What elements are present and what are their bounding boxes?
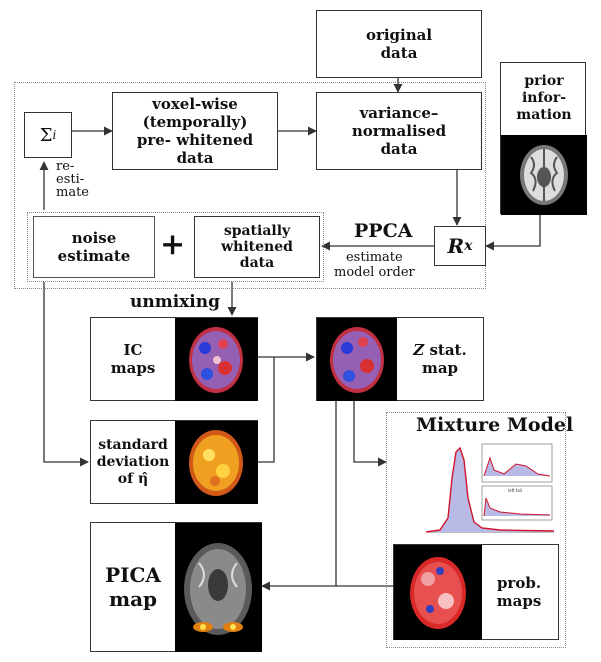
sigma-subscript: i bbox=[52, 128, 57, 142]
voxel-wise-label: voxel-wise (temporally) pre- whitened da… bbox=[136, 95, 254, 167]
prob-maps-brain-svg bbox=[410, 557, 466, 629]
re-estimate-label: re- esti- mate bbox=[56, 159, 89, 200]
original-data-box: original data bbox=[316, 10, 482, 78]
prior-information-box: prior infor- mation bbox=[500, 62, 587, 215]
ic-maps-brain-svg bbox=[189, 327, 243, 393]
unmixing-label: unmixing bbox=[130, 292, 221, 312]
rx-symbol: R bbox=[447, 234, 465, 258]
preprocessing-group-frame bbox=[14, 82, 486, 289]
arrow-noise-to-stddev bbox=[43, 282, 89, 467]
prob-maps-image bbox=[394, 545, 482, 640]
variance-normalised-box: variance– normalised data bbox=[316, 92, 482, 170]
ic-maps-box: IC maps bbox=[90, 317, 258, 401]
variance-normalised-label: variance– normalised data bbox=[351, 104, 447, 158]
mixture-model-plot: left tail bbox=[420, 438, 556, 538]
spatially-whitened-box: spatially whitened data bbox=[194, 216, 320, 278]
prior-brain-image bbox=[501, 135, 587, 215]
inset-small-title: left tail bbox=[508, 488, 522, 493]
prior-brain-svg bbox=[520, 145, 568, 205]
ic-maps-label: IC maps bbox=[110, 341, 156, 377]
z-stat-brain-svg bbox=[330, 327, 384, 393]
sigma-symbol: Σ bbox=[39, 124, 53, 146]
mixture-plot-svg: left tail bbox=[425, 443, 555, 533]
voxel-wise-prewhitened-box: voxel-wise (temporally) pre- whitened da… bbox=[112, 92, 278, 170]
spatially-whitened-label: spatially whitened data bbox=[221, 223, 293, 271]
arrow-prior-to-rx bbox=[485, 214, 541, 251]
standard-deviation-box: standard deviation of η̂ bbox=[90, 420, 258, 504]
z-stat-map-label: Z stat. map bbox=[397, 341, 483, 377]
prob-maps-box: prob. maps bbox=[393, 544, 559, 640]
mixture-model-frame bbox=[386, 412, 566, 648]
z-stat-map-image bbox=[317, 318, 397, 401]
noise-estimate-box: noise estimate bbox=[33, 216, 155, 278]
original-data-label: original data bbox=[365, 26, 433, 62]
pica-brain-svg bbox=[184, 543, 252, 635]
rx-subscript: x bbox=[464, 238, 473, 254]
pica-map-label: PICA map bbox=[105, 563, 161, 611]
plus-sign: + bbox=[160, 227, 186, 262]
mixture-model-title: Mixture Model bbox=[416, 414, 574, 436]
z-stat-map-text: stat. map bbox=[421, 341, 467, 377]
prob-maps-label: prob. maps bbox=[496, 574, 542, 610]
noise-estimate-label: noise estimate bbox=[57, 229, 131, 265]
estimate-model-order-label: estimate model order bbox=[334, 250, 415, 280]
standard-deviation-image bbox=[175, 421, 258, 504]
z-stat-map-box: Z stat. map bbox=[316, 317, 484, 401]
ppca-label: PPCA bbox=[354, 220, 413, 242]
pica-map-box: PICA map bbox=[90, 522, 262, 652]
z-symbol: Z bbox=[413, 341, 425, 359]
prior-information-label: prior infor- mation bbox=[516, 73, 572, 123]
arrow-z-to-mixture bbox=[353, 398, 387, 467]
standard-deviation-label: standard deviation of η̂ bbox=[96, 436, 170, 487]
stddev-brain-svg bbox=[189, 430, 243, 496]
pica-map-image bbox=[175, 523, 262, 652]
ic-maps-image bbox=[175, 318, 258, 401]
arrow-z-to-pica bbox=[261, 398, 337, 591]
line-stddev-to-z bbox=[258, 357, 275, 463]
whitening-subgroup-frame bbox=[27, 212, 324, 282]
